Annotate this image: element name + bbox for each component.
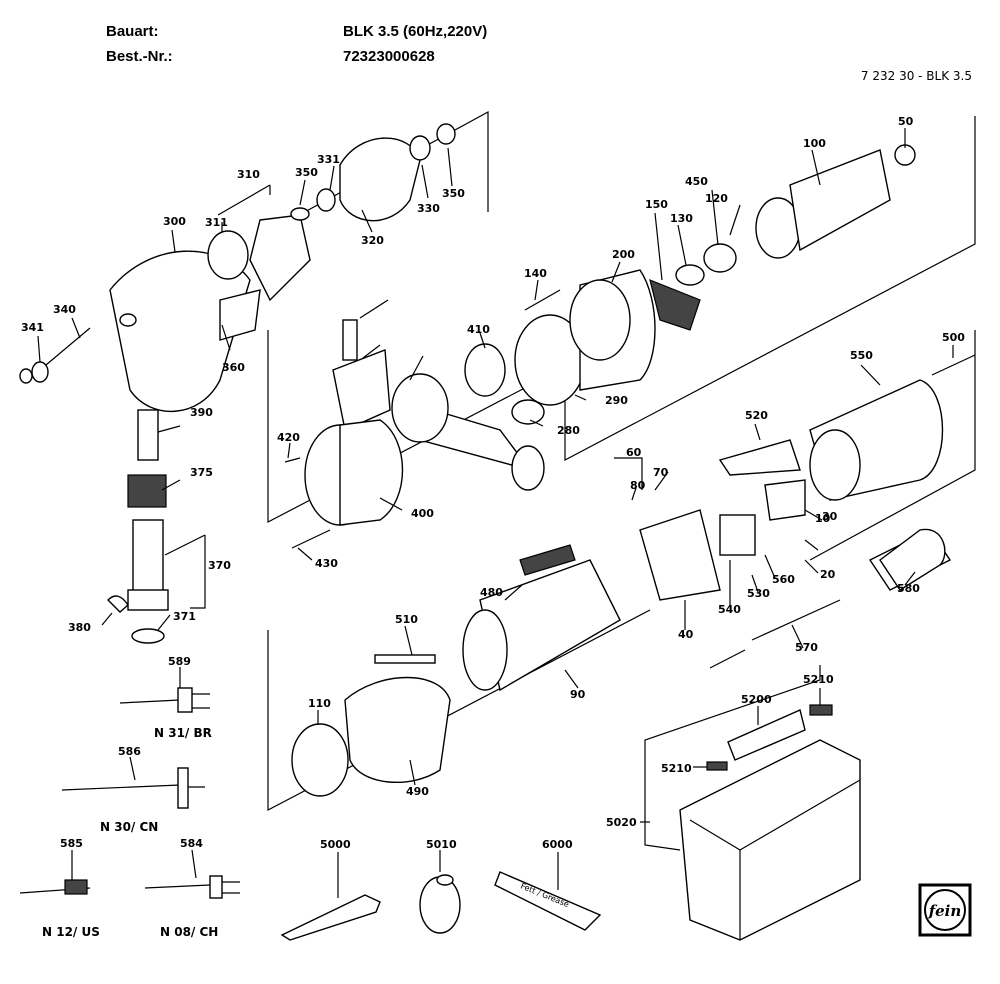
part-label: 6000 — [542, 838, 573, 851]
part-label: 140 — [524, 267, 547, 280]
part-label: 10 — [815, 512, 831, 525]
part-label: 60 — [626, 446, 642, 459]
order-number-value: 72323000628 — [343, 48, 435, 65]
part-label: 480 — [480, 586, 503, 599]
part-label: 371 — [173, 610, 196, 623]
gear-head-cover — [19, 250, 251, 412]
brand-logo-text: fein — [928, 902, 962, 920]
part-label: 90 — [570, 688, 586, 701]
part-label: 420 — [277, 431, 300, 444]
part-label: 520 — [745, 409, 768, 422]
part-label: 380 — [68, 621, 91, 634]
part-label: 331 — [317, 153, 340, 166]
part-label: 586 — [118, 745, 141, 758]
type-value: BLK 3.5 (60Hz,220V) — [343, 23, 488, 40]
part-label: 430 — [315, 557, 338, 570]
order-number-label: Best.-Nr.: — [106, 48, 173, 65]
plug-caption: N 08/ CH — [160, 925, 218, 939]
armature-assembly — [524, 144, 916, 391]
leader-lines — [37, 128, 954, 898]
part-label: 40 — [678, 628, 694, 641]
part-label: 70 — [653, 466, 669, 479]
part-label: 350 — [295, 166, 318, 179]
part-label: 360 — [222, 361, 245, 374]
part-label: 200 — [612, 248, 635, 261]
part-label: 20 — [820, 568, 836, 581]
part-label: 341 — [21, 321, 44, 334]
part-label: 530 — [747, 587, 770, 600]
type-label: Bauart: — [106, 23, 159, 40]
spindle-assembly — [107, 409, 169, 644]
part-label: 550 — [850, 349, 873, 362]
part-label: 585 — [60, 837, 83, 850]
upper-gear-parts — [207, 123, 456, 341]
part-number-labels: 10 20 30 40 50 60 70 80 90 100 110 120 1… — [21, 115, 965, 851]
part-label: 290 — [605, 394, 628, 407]
carrying-case — [640, 665, 861, 941]
model-code: 7 232 30 - BLK 3.5 — [860, 69, 972, 83]
part-label: 30 — [822, 510, 838, 523]
part-label: 350 — [442, 187, 465, 200]
plug-caption: N 12/ US — [42, 925, 100, 939]
part-label: 490 — [406, 785, 429, 798]
part-label: 100 — [803, 137, 826, 150]
part-label: 340 — [53, 303, 76, 316]
part-label: 310 — [237, 168, 260, 181]
part-label: 375 — [190, 466, 213, 479]
plug-caption: N 30/ CN — [100, 820, 158, 834]
part-label: 300 — [163, 215, 186, 228]
part-label: 330 — [417, 202, 440, 215]
part-label: 120 — [705, 192, 728, 205]
part-label: 5210 — [661, 762, 692, 775]
plug-variant-labels: N 31/ BR N 30/ CN N 12/ US N 08/ CH — [42, 726, 218, 939]
part-label: 400 — [411, 507, 434, 520]
part-label: 5200 — [741, 693, 772, 706]
part-label: 589 — [168, 655, 191, 668]
part-label: 130 — [670, 212, 693, 225]
part-label: 584 — [180, 837, 203, 850]
part-label: 560 — [772, 573, 795, 586]
part-label: 500 — [942, 331, 965, 344]
part-label: 540 — [718, 603, 741, 616]
part-label: 320 — [361, 234, 384, 247]
part-label: 580 — [897, 582, 920, 595]
part-label: 5210 — [803, 673, 834, 686]
part-label: 450 — [685, 175, 708, 188]
accessories: Fett / Grease — [280, 871, 602, 941]
part-label: 510 — [395, 613, 418, 626]
part-label: 311 — [205, 216, 228, 229]
flange-and-handle — [284, 314, 586, 549]
part-label: 110 — [308, 697, 331, 710]
part-label: 5000 — [320, 838, 351, 851]
plug-caption: N 31/ BR — [154, 726, 212, 740]
part-label: 410 — [467, 323, 490, 336]
part-label: 390 — [190, 406, 213, 419]
part-label: 80 — [630, 479, 646, 492]
part-label: 50 — [898, 115, 914, 128]
brand-logo: fein — [918, 883, 972, 937]
part-label: 150 — [645, 198, 668, 211]
part-label: 280 — [557, 424, 580, 437]
plug-drawings — [19, 528, 946, 899]
part-label: 570 — [795, 641, 818, 654]
part-label: 5020 — [606, 816, 637, 829]
part-label: 370 — [208, 559, 231, 572]
part-label: 5010 — [426, 838, 457, 851]
